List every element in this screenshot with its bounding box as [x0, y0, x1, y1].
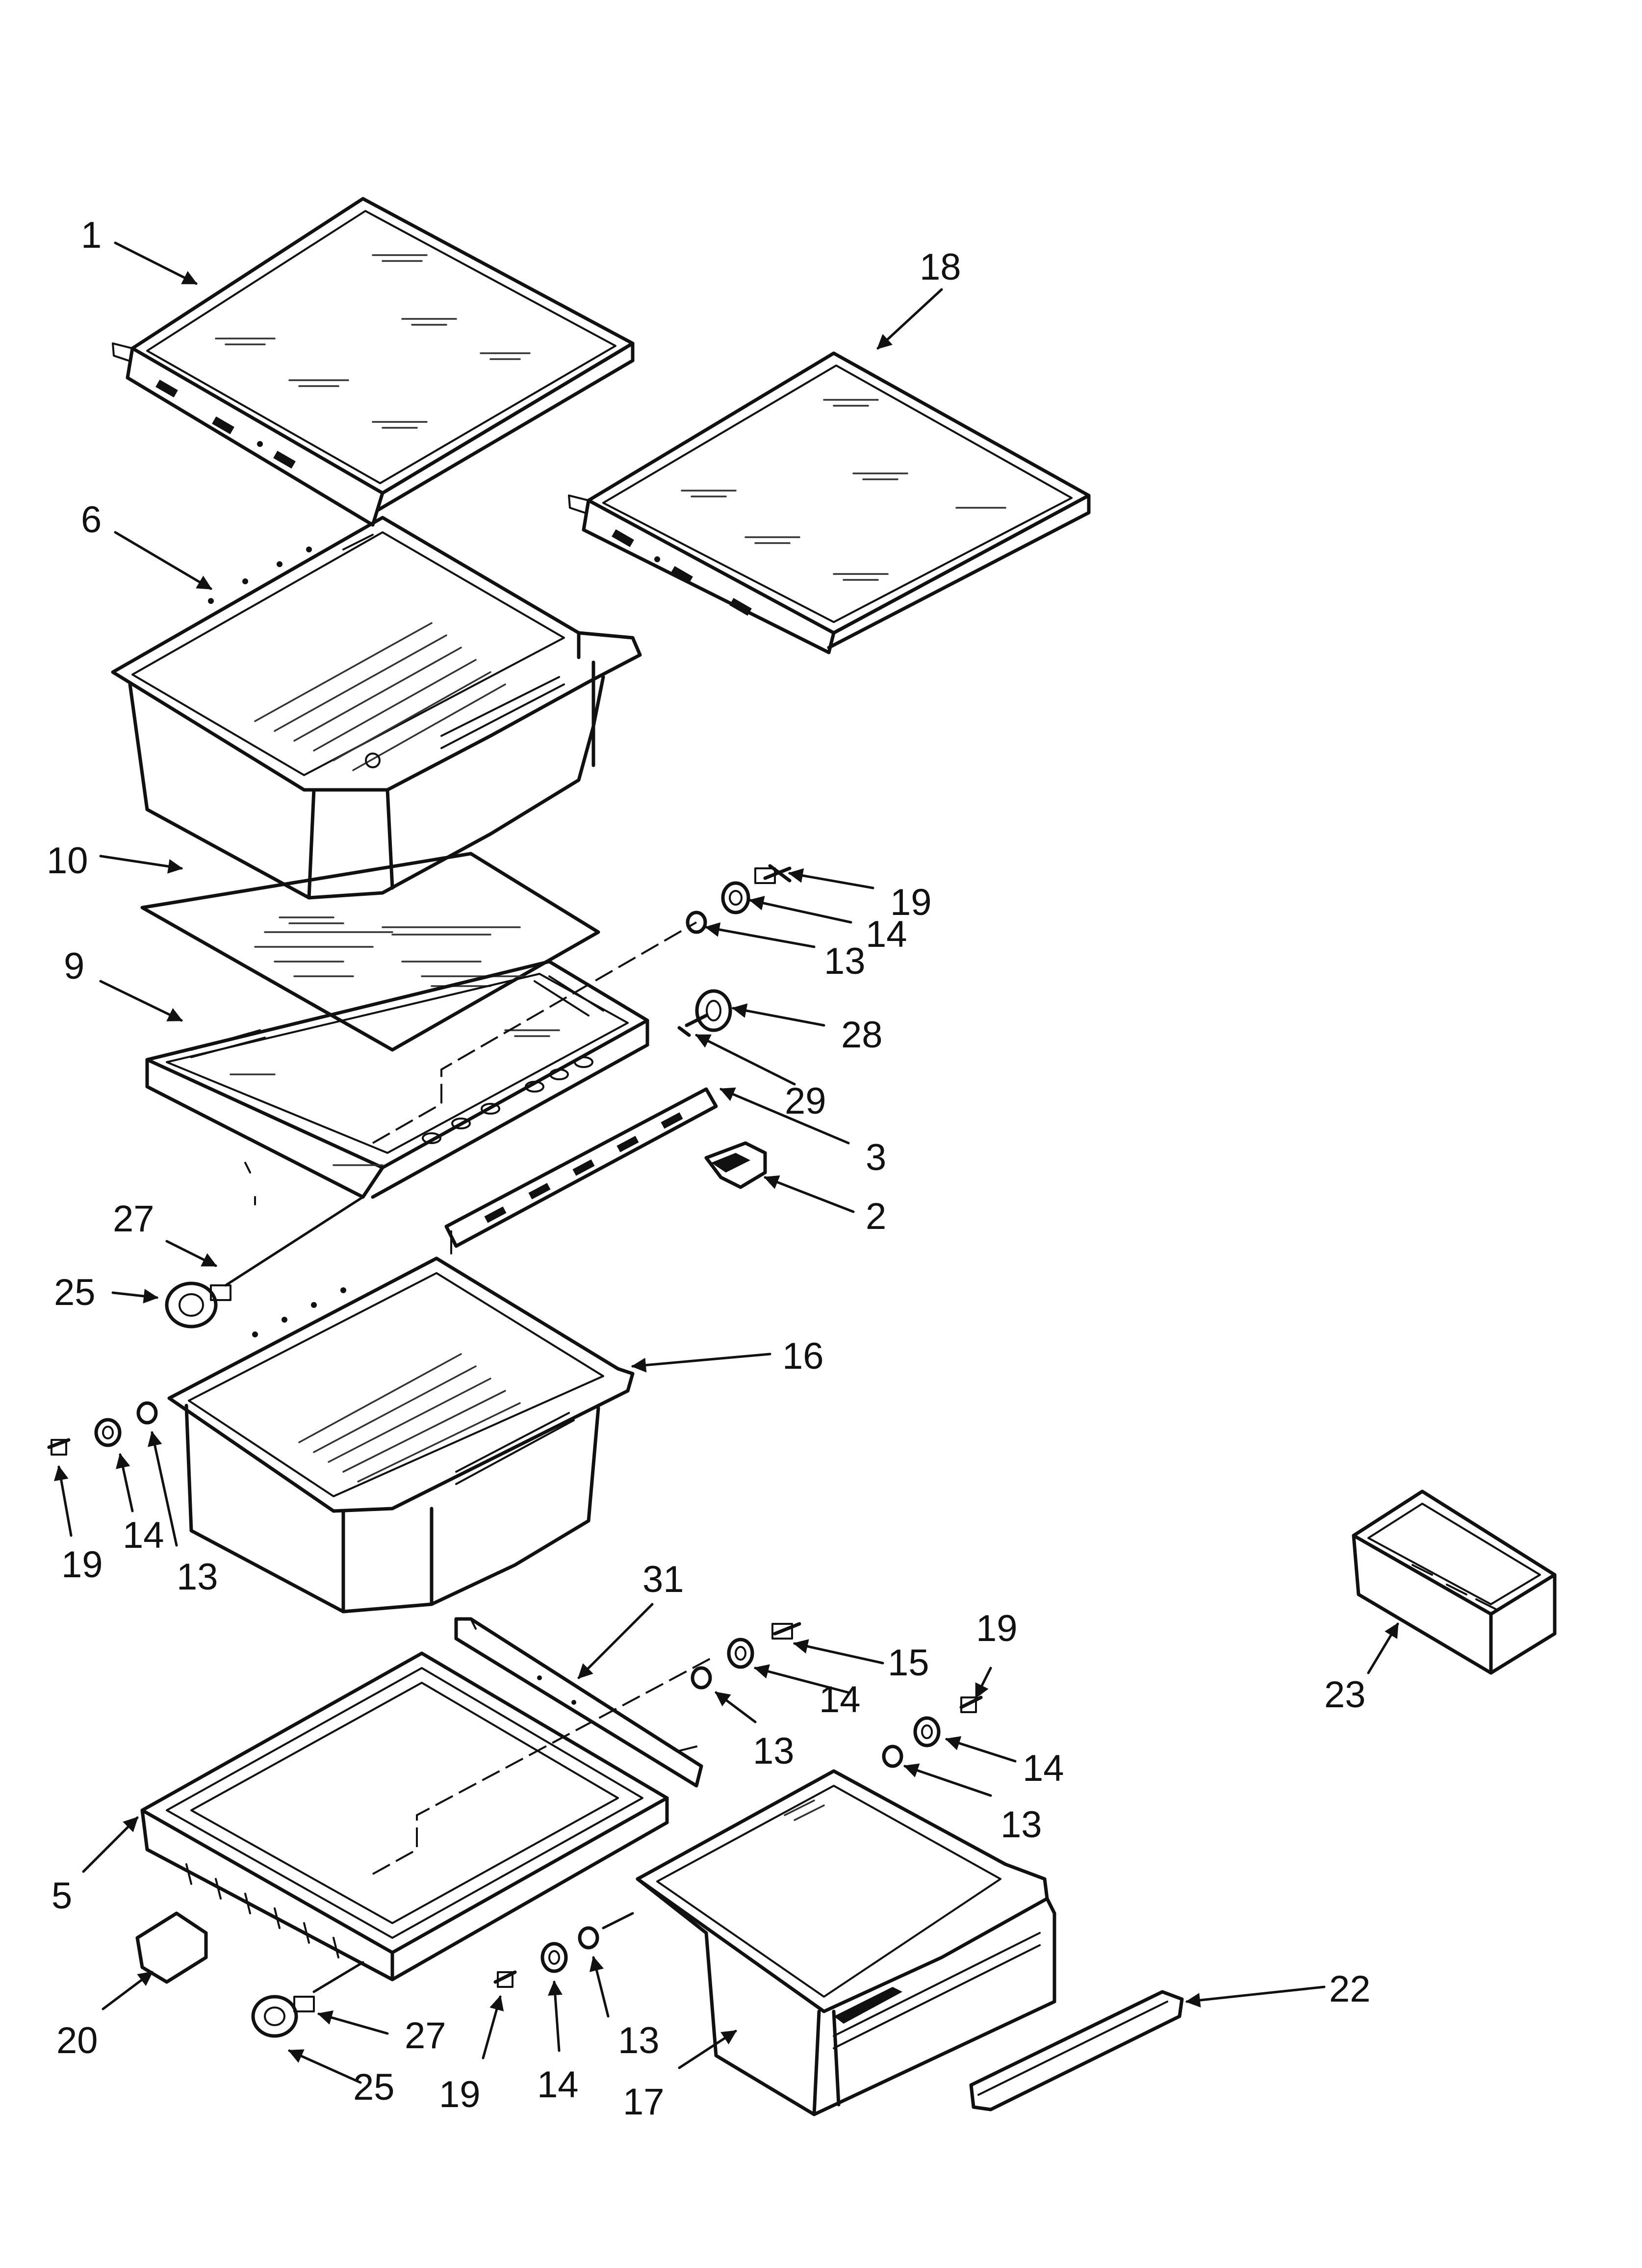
- roller-wheel-upper: [165, 1281, 231, 1329]
- bracket-part-31: [454, 1617, 703, 1788]
- callout-19-left: 19: [61, 1544, 103, 1586]
- glass-shelf-part-1: [112, 197, 635, 527]
- callout-14-lower: 14: [537, 2064, 579, 2106]
- callout-23: 23: [1324, 1674, 1366, 1716]
- crisper-frame-part-5: [140, 1651, 669, 1981]
- callout-16: 16: [782, 1335, 824, 1377]
- callout-13-far-right: 13: [1001, 1804, 1042, 1846]
- callout-18: 18: [920, 246, 961, 288]
- leader-arrows: [53, 241, 1399, 2084]
- lower-drawer-part-17: [636, 1769, 1056, 2116]
- drawer-handle-part-22: [969, 1990, 1184, 2112]
- roller-wheel-lower: [251, 1961, 364, 2038]
- callout-2: 2: [866, 1196, 886, 1237]
- hardware-cluster-left: [47, 1401, 158, 1456]
- cover-cap-part-20: [135, 1911, 208, 1984]
- axis-line-roller: [224, 1196, 364, 1287]
- callout-10: 10: [47, 840, 88, 882]
- callout-3: 3: [866, 1137, 886, 1178]
- callout-25-upper: 25: [54, 1272, 96, 1313]
- crisper-drawer-part-6: [111, 516, 642, 900]
- callout-14-left: 14: [123, 1514, 164, 1556]
- callout-13-upper: 13: [824, 940, 866, 982]
- hardware-cluster-upper: [677, 864, 792, 1037]
- callout-27-upper: 27: [113, 1198, 154, 1240]
- callout-31: 31: [642, 1559, 684, 1600]
- callout-22: 22: [1329, 1968, 1371, 2010]
- callout-14-right: 14: [819, 1679, 861, 1721]
- callout-14-upper: 14: [866, 913, 907, 955]
- callout-6: 6: [81, 499, 102, 541]
- callout-25-lower: 25: [353, 2066, 395, 2108]
- callout-17: 17: [623, 2081, 665, 2123]
- callout-27-lower: 27: [405, 2015, 446, 2057]
- callout-9: 9: [64, 945, 84, 987]
- hardware-cluster-right: [691, 1622, 983, 1768]
- clip-part-2: [704, 1141, 767, 1189]
- callout-19-upper: 19: [890, 882, 932, 923]
- callout-1: 1: [81, 214, 102, 256]
- hardware-cluster-lower: [493, 1912, 634, 1988]
- crisper-drawer-part-16: [167, 1256, 635, 1614]
- door-bin-part-23: [1352, 1489, 1557, 1675]
- callout-5: 5: [51, 1875, 72, 1917]
- slide-rail-part-3: [444, 1087, 718, 1254]
- callout-19-lower: 19: [439, 2074, 481, 2115]
- callout-13-lower: 13: [618, 2020, 660, 2061]
- crisper-cover-part-9: [145, 960, 649, 1205]
- callout-29: 29: [785, 1080, 826, 1122]
- callout-19-right: 19: [976, 1608, 1018, 1649]
- callout-28: 28: [841, 1014, 883, 1056]
- callout-13-left: 13: [177, 1556, 218, 1598]
- callout-15: 15: [888, 1642, 929, 1684]
- callout-20: 20: [56, 2020, 98, 2061]
- glass-shelf-part-18: [568, 351, 1091, 654]
- glass-panel-part-10: [140, 852, 600, 1052]
- callout-14-far-right: 14: [1023, 1747, 1064, 1789]
- assembly-axis-line-upper: [372, 921, 697, 1144]
- callout-13-right: 13: [753, 1730, 795, 1772]
